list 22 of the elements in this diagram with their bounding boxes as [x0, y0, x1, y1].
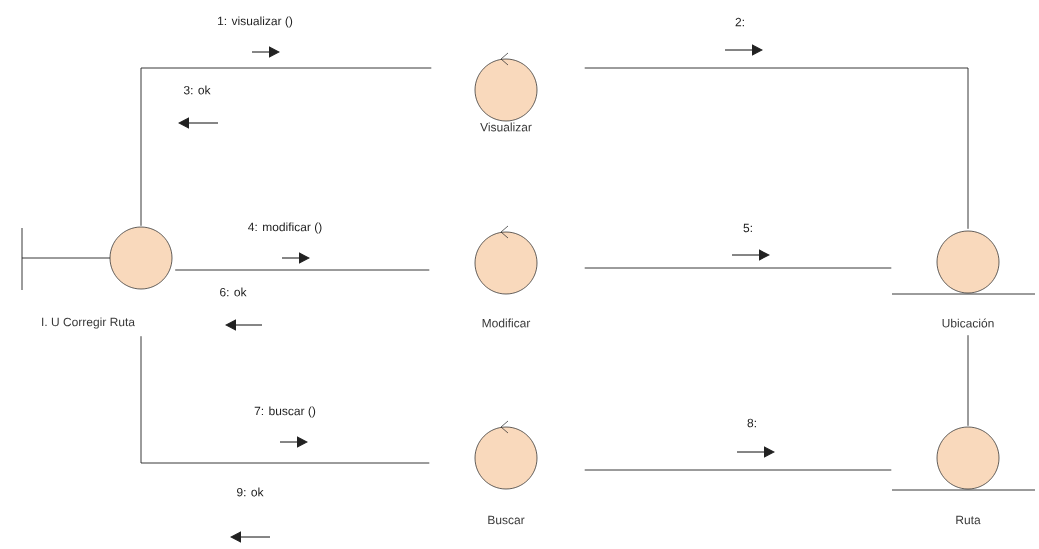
object-name: Visualizar — [480, 122, 532, 132]
object-name: Ubicación — [942, 318, 994, 328]
message-label: 7: buscar () — [254, 406, 316, 418]
link-line — [584, 267, 892, 269]
object-name: I. U Corregir Ruta — [42, 317, 135, 329]
message-label: 1: visualizar () — [218, 16, 293, 28]
link-line — [140, 67, 432, 227]
link-line — [967, 334, 969, 427]
link-line — [584, 67, 969, 230]
link-line — [174, 269, 430, 271]
message-label: 3: ok — [183, 85, 211, 95]
message-label: 6: ok — [220, 287, 247, 297]
link-line — [140, 335, 430, 464]
message-label: 2: — [735, 17, 744, 27]
object-name: Modificar — [482, 318, 531, 328]
message-label: 4: modificar () — [248, 222, 322, 234]
link-line — [584, 469, 892, 471]
message-label: 8: — [747, 418, 756, 428]
object-name: Buscar — [488, 515, 525, 525]
message-label: 5: — [743, 223, 752, 233]
object-name: Ruta — [956, 515, 981, 525]
message-label: 9: ok — [237, 487, 264, 497]
